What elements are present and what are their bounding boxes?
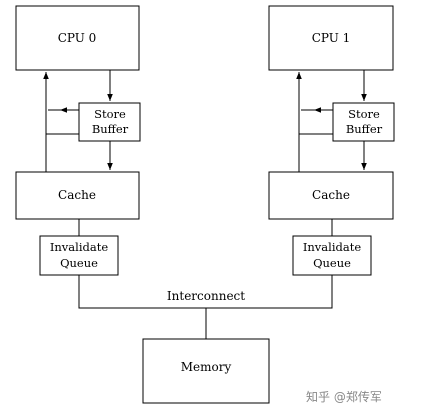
cpu0-label: CPU 0 <box>58 31 97 45</box>
invalidate-queue-0-box <box>39 235 119 276</box>
cache1-label: Cache <box>312 188 350 202</box>
cache0-label: Cache <box>58 188 96 202</box>
invalidate-queue-0-label-line2: Queue <box>60 256 98 270</box>
invalidate-queue-1-label-line1: Invalidate <box>303 240 361 254</box>
store-buffer-0-box <box>78 102 141 142</box>
invalidate-queue-1-box <box>292 235 372 276</box>
store-buffer-0-label-line1: Store <box>94 107 126 121</box>
memory-box <box>142 338 270 404</box>
interconnect-label: Interconnect <box>167 289 245 303</box>
watermark: 知乎 @郑传军 <box>306 390 382 404</box>
invalidate-queue-1-label-line2: Queue <box>313 256 351 270</box>
store-buffer-1-box <box>332 102 395 142</box>
store-buffer-0-label-line2: Buffer <box>92 122 129 136</box>
store-buffer-1-label-line2: Buffer <box>346 122 383 136</box>
store-buffer-1-label-line1: Store <box>348 107 380 121</box>
cpu1-label: CPU 1 <box>312 31 351 45</box>
invalidate-queue-0-label-line1: Invalidate <box>50 240 108 254</box>
cpu1-box <box>268 5 394 71</box>
memory-label: Memory <box>181 360 232 374</box>
cache0-box <box>15 171 140 220</box>
cpu0-box <box>15 5 140 71</box>
cache1-box <box>268 171 394 220</box>
